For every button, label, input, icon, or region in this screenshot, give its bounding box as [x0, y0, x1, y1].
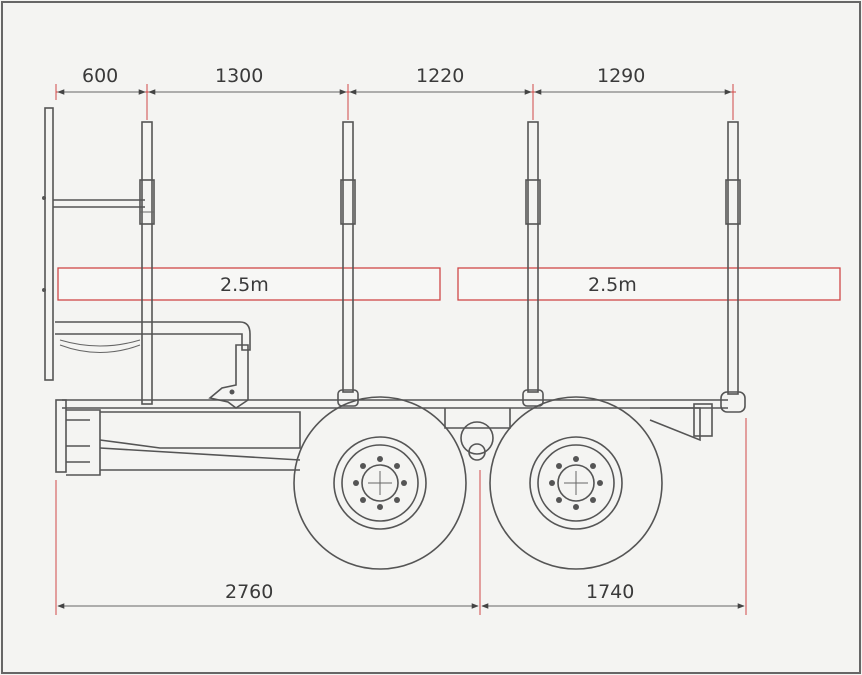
log-front-length: 2.5m — [220, 274, 269, 296]
chassis — [55, 399, 728, 476]
front-wheel — [293, 396, 467, 570]
headboard — [42, 107, 145, 381]
top-dimension-chain — [55, 84, 736, 120]
bottom-dimension-chain — [55, 418, 747, 615]
dimension-2760: 2760 — [225, 581, 273, 603]
stake-2 — [337, 121, 359, 407]
rear-wheel — [489, 396, 663, 570]
dimension-1290: 1290 — [597, 65, 645, 87]
dimension-1740: 1740 — [586, 581, 634, 603]
dimension-1300: 1300 — [215, 65, 263, 87]
log-front — [57, 267, 441, 301]
dimension-600: 600 — [82, 65, 118, 87]
stake-3 — [522, 121, 544, 407]
log-rear-length: 2.5m — [588, 274, 637, 296]
crane-bracket — [55, 321, 251, 409]
dimension-1220: 1220 — [416, 65, 464, 87]
log-rear — [457, 267, 841, 301]
stake-1 — [139, 121, 155, 405]
stake-4 — [720, 121, 746, 413]
